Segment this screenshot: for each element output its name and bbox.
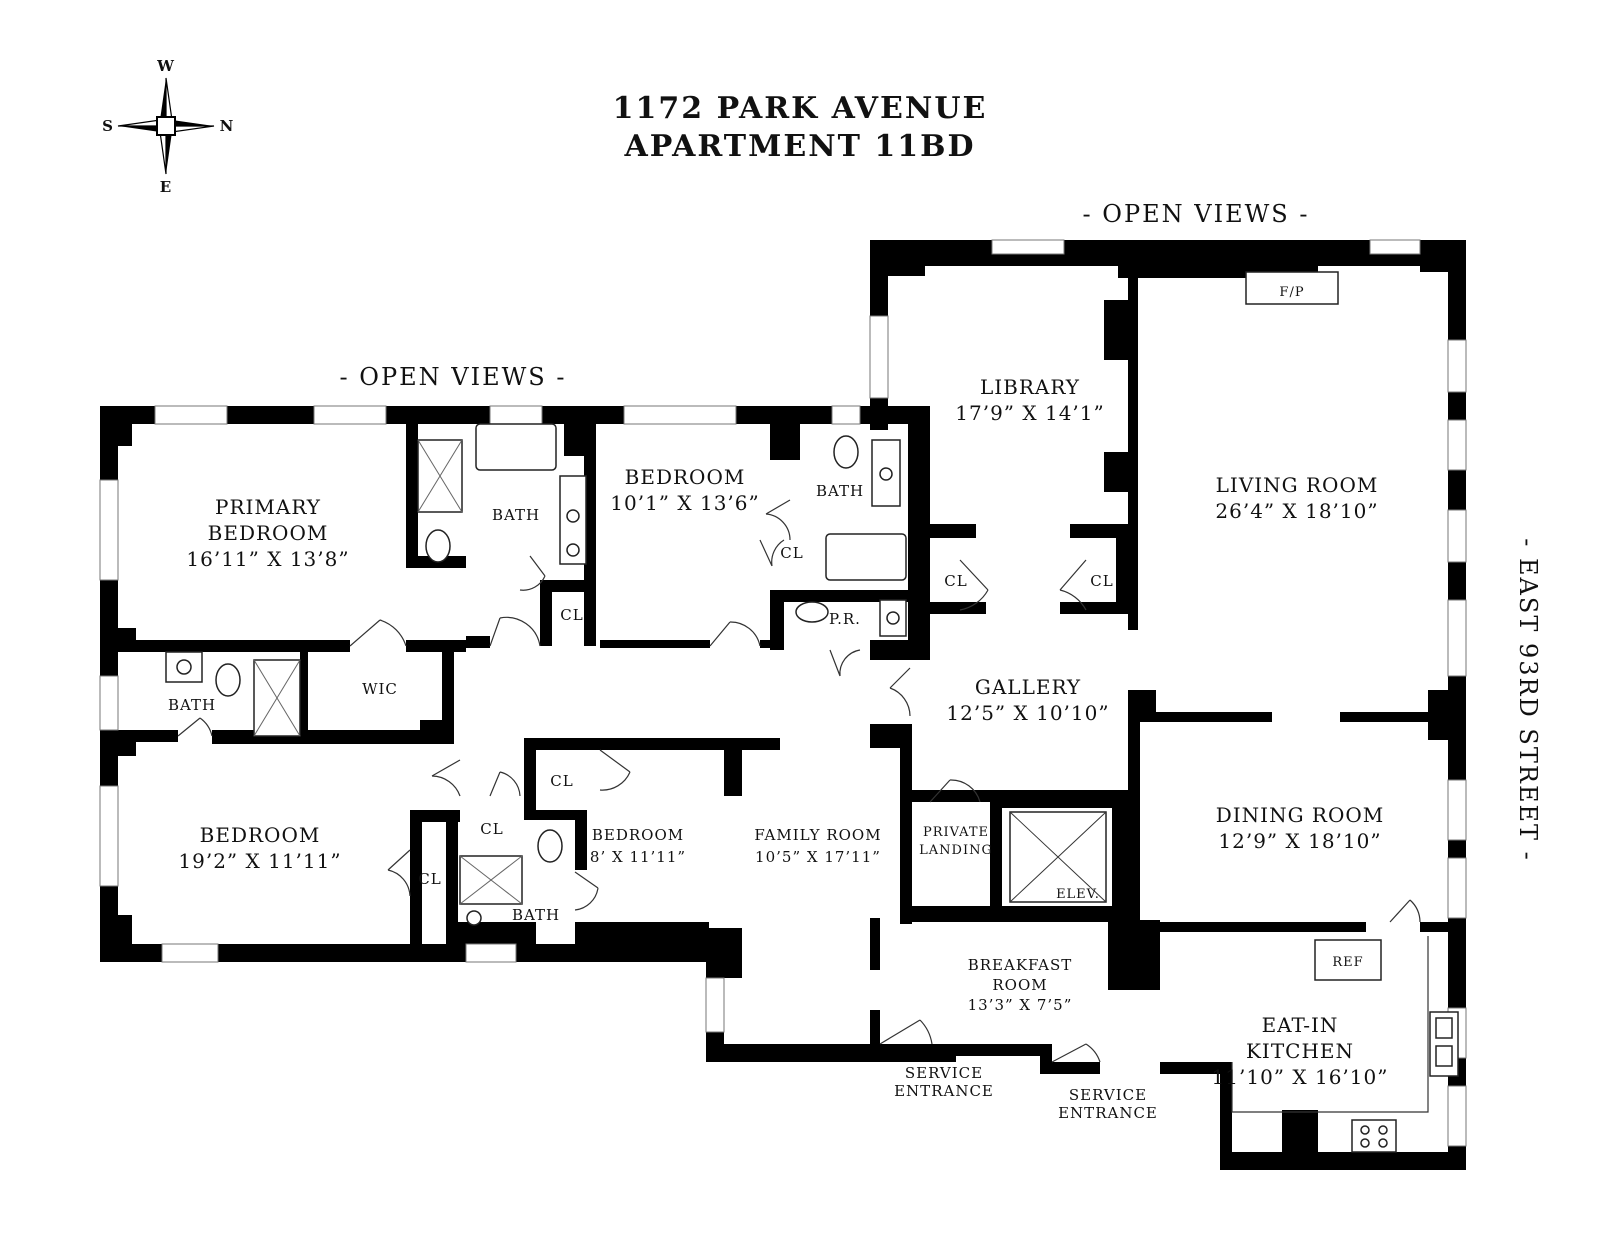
- room-family: FAMILY ROOM: [754, 826, 881, 844]
- room-private-landing-l1: PRIVATE: [923, 825, 989, 840]
- open-views-label-left: - OPEN VIEWS -: [340, 363, 567, 391]
- room-bedroom-3: BEDROOM: [200, 823, 321, 847]
- fixtures: [165, 271, 1459, 1153]
- closet-label-3: CL: [944, 572, 967, 590]
- room-primary-bath: BATH: [492, 506, 540, 524]
- compass-n: N: [220, 117, 235, 135]
- room-living: LIVING ROOM: [1216, 473, 1379, 497]
- room-kitchen-l1: EAT-IN: [1262, 1013, 1339, 1037]
- room-dining-dims: 12’9” X 18’10”: [1218, 829, 1381, 853]
- compass-e: E: [160, 178, 172, 196]
- refrigerator-label: REF: [1332, 955, 1363, 970]
- room-library-dims: 17’9” X 14’1”: [955, 401, 1104, 425]
- room-library: LIBRARY: [980, 375, 1080, 399]
- apartment-title: APARTMENT 11BD: [623, 129, 975, 164]
- address-title: 1172 PARK AVENUE: [613, 91, 988, 126]
- room-bedroom-4-dims: 8’ X 11’11”: [590, 848, 686, 866]
- service-entrance-1-l1: SERVICE: [905, 1064, 983, 1082]
- room-dining: DINING ROOM: [1216, 803, 1385, 827]
- closet-label-4: CL: [1090, 572, 1113, 590]
- closet-label-1: CL: [560, 606, 583, 624]
- windows: [99, 239, 1467, 1147]
- room-breakfast-l2: ROOM: [992, 976, 1047, 994]
- room-private-landing-l2: LANDING: [919, 843, 993, 858]
- street-label: - EAST 93RD STREET -: [1514, 538, 1542, 861]
- closet-label-2: CL: [780, 544, 803, 562]
- room-wic: WIC: [362, 680, 398, 698]
- compass-rose-icon: [117, 77, 215, 175]
- room-powder: P.R.: [829, 610, 861, 628]
- open-views-label-top: - OPEN VIEWS -: [1083, 200, 1310, 228]
- room-breakfast-l1: BREAKFAST: [968, 956, 1073, 974]
- room-primary-bedroom-dims: 16’11” X 13’8”: [186, 547, 349, 571]
- room-bedroom-2-dims: 10’1” X 13’6”: [610, 491, 759, 515]
- compass-w: W: [156, 57, 175, 75]
- closet-label-7: CL: [418, 870, 441, 888]
- room-family-dims: 10’5” X 17’11”: [755, 848, 881, 866]
- room-bedroom-4: BEDROOM: [592, 826, 684, 844]
- room-kitchen-l2: KITCHEN: [1246, 1039, 1354, 1063]
- closet-label-5: CL: [550, 772, 573, 790]
- room-primary-bedroom-l1: PRIMARY: [215, 495, 321, 519]
- closet-label-6: CL: [480, 820, 503, 838]
- room-gallery-dims: 12’5” X 10’10”: [946, 701, 1109, 725]
- room-elevator: ELEV.: [1056, 887, 1100, 902]
- room-bedroom-3-dims: 19’2” X 11’11”: [178, 849, 341, 873]
- room-kitchen-dims: 11’10” X 16’10”: [1212, 1065, 1389, 1089]
- room-bath-2: BATH: [816, 482, 864, 500]
- room-living-dims: 26’4” X 18’10”: [1215, 499, 1378, 523]
- compass-s: S: [102, 117, 114, 135]
- fireplace-label: F/P: [1279, 285, 1304, 300]
- service-entrance-2-l2: ENTRANCE: [1058, 1104, 1158, 1122]
- room-bath-3: BATH: [168, 696, 216, 714]
- service-entrance-1-l2: ENTRANCE: [894, 1082, 994, 1100]
- room-primary-bedroom-l2: BEDROOM: [208, 521, 329, 545]
- service-entrance-2-l1: SERVICE: [1069, 1086, 1147, 1104]
- room-gallery: GALLERY: [975, 675, 1081, 699]
- room-bedroom-2: BEDROOM: [625, 465, 746, 489]
- doors: [177, 499, 1421, 1063]
- room-bath-4: BATH: [512, 906, 560, 924]
- room-breakfast-dims: 13’3” X 7’5”: [968, 996, 1073, 1014]
